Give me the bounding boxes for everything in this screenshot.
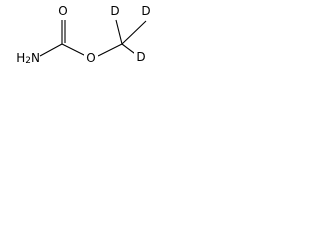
bond-o-c-methyl — [97, 43, 123, 57]
bond-c-o-single — [61, 43, 87, 57]
carbonyl-oxygen-label: O — [58, 4, 67, 18]
amine-label: H2N — [16, 51, 40, 66]
ester-oxygen-label: O — [86, 51, 95, 65]
deuterium-top-label: D — [110, 4, 119, 18]
deuterium-bottom-label: D — [136, 50, 145, 64]
molecule-structure: O H2N O D D D — [16, 3, 153, 66]
bond-c-d-top — [115, 19, 123, 45]
deuterium-right-label: D — [141, 4, 150, 18]
bond-c-d-right — [121, 20, 147, 45]
bond-c-o-double — [61, 20, 66, 44]
bond-c-n — [39, 43, 63, 57]
